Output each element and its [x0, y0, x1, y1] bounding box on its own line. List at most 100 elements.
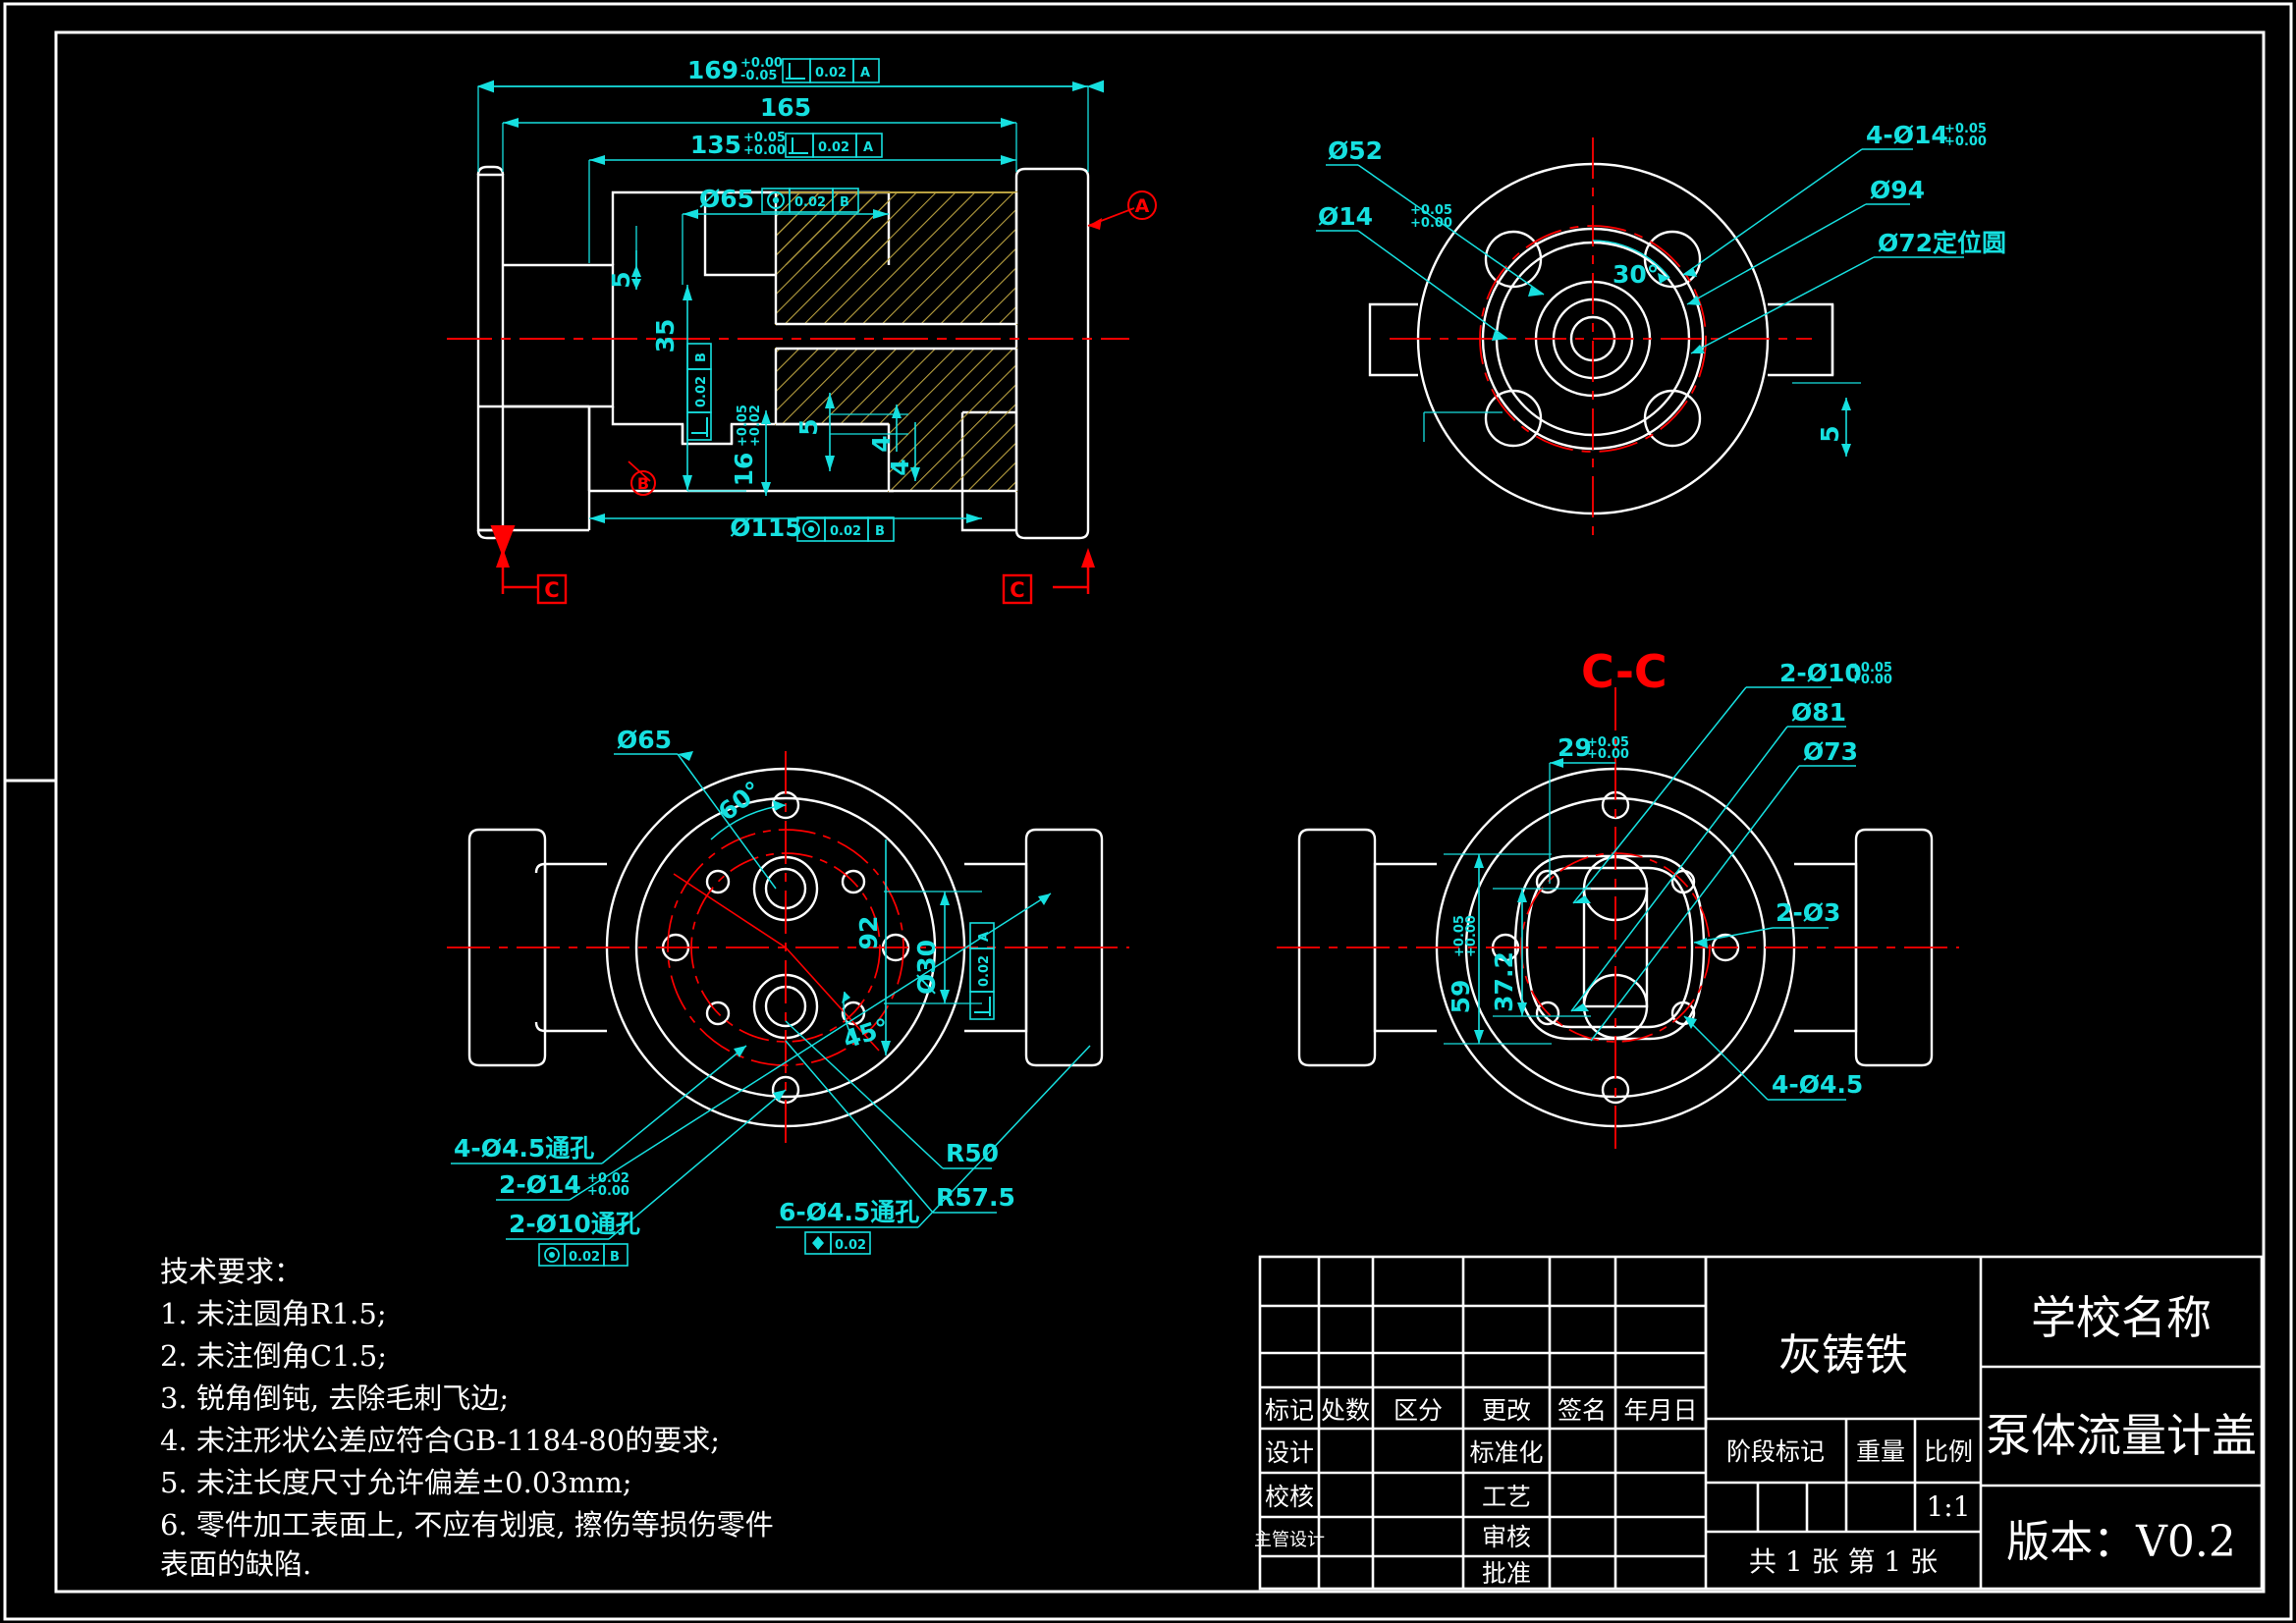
datum-marker-b: B [628, 460, 656, 496]
gtol-frame-35: 0.02 B [686, 343, 712, 441]
org-name: 学校名称 [2031, 1291, 2212, 1344]
section-mark-c-left-label: C [544, 578, 559, 602]
gtol-frame-135: 0.02 A [785, 133, 883, 158]
label-2x10: 2-Ø10通孔 [509, 1210, 640, 1238]
svg-text:标准化: 标准化 [1469, 1438, 1543, 1467]
front-face-view: Ø65 60° 45° 92 Ø30 0.02 [447, 726, 1129, 1267]
svg-text:审核: 审核 [1482, 1523, 1531, 1551]
gtol-frame-6x45: 0.02 [804, 1231, 871, 1255]
section-c-c-view: C-C [1277, 645, 1959, 1149]
section-mark-c-right: C [1002, 548, 1095, 605]
flange-end-view: Ø52 Ø14 +0.05 +0.00 4-Ø14 +0.05 +0.00 Ø9… [1316, 121, 2006, 540]
svg-text:签名: 签名 [1558, 1396, 1607, 1425]
technical-notes: 技术要求： 1. 未注圆角R1.5; 2. 未注倒角C1.5; 3. 锐角倒钝,… [160, 1255, 774, 1581]
approval-left-rows: 设计 校核 主管设计 [1254, 1438, 1325, 1550]
dim-4b-value: 4 [886, 459, 914, 475]
svg-text:+0.05: +0.05 [1587, 735, 1629, 750]
datum-marker-a: A [1087, 190, 1157, 230]
label-d73: Ø73 [1803, 737, 1858, 766]
svg-text:0.02: 0.02 [835, 1238, 866, 1253]
datum-a-label: A [1135, 195, 1150, 217]
label-372: 37.2 [1490, 951, 1518, 1012]
svg-text:0.02: 0.02 [818, 140, 849, 155]
flange-leaders: Ø52 Ø14 +0.05 +0.00 4-Ø14 +0.05 +0.00 Ø9… [1316, 121, 2006, 457]
dim-165-value: 165 [760, 93, 811, 122]
svg-text:更改: 更改 [1482, 1396, 1531, 1425]
label-flange-5: 5 [1816, 425, 1844, 442]
svg-text:0.02: 0.02 [815, 66, 847, 81]
gtol-frame-169: 0.02 A [782, 58, 880, 83]
svg-text:+0.00: +0.00 [1587, 747, 1629, 762]
dimension-165: 165 [502, 93, 1017, 172]
svg-text:批准: 批准 [1482, 1559, 1531, 1588]
material-label: 灰铸铁 [1778, 1330, 1908, 1380]
notes-title: 技术要求： [160, 1255, 302, 1288]
label-4xd14: 4-Ø14 [1866, 121, 1948, 149]
svg-text:+0.00: +0.00 [1410, 216, 1452, 231]
label-d81: Ø81 [1791, 698, 1846, 727]
dim-5-upper-value: 5 [607, 271, 635, 288]
label-r575: R57.5 [936, 1183, 1015, 1212]
main-section-view: 169 +0.00 -0.05 0.02 A 165 [447, 56, 1157, 605]
svg-text:0.02: 0.02 [794, 195, 826, 210]
dim-169-tol-low: -0.05 [740, 69, 777, 83]
front-face-leaders: Ø65 60° 45° 92 Ø30 0.02 [451, 726, 1091, 1267]
dim-d65-value: Ø65 [699, 185, 754, 213]
approval-mid-rows: 标准化 工艺 审核 批准 [1469, 1438, 1543, 1588]
svg-text:阶段标记: 阶段标记 [1726, 1437, 1825, 1466]
label-cc-4x45: 4-Ø4.5 [1772, 1070, 1863, 1099]
sheet-count: 共 1 张 第 1 张 [1749, 1545, 1938, 1578]
svg-text:A: A [860, 66, 870, 81]
scale-value: 1:1 [1926, 1490, 1970, 1523]
dimension-5-upper: 5 [607, 226, 641, 290]
label-r50: R50 [946, 1139, 999, 1167]
label-front-d65: Ø65 [617, 726, 672, 754]
sheet-border [3, 2, 2293, 1621]
dimension-4-pair: 4 4 [867, 405, 920, 481]
svg-text:0.02: 0.02 [977, 955, 992, 987]
svg-text:+0.00: +0.00 [587, 1184, 629, 1199]
svg-text:重量: 重量 [1856, 1437, 1905, 1466]
note-item-5: 5. 未注长度尺寸允许偏差±0.03mm; [160, 1466, 632, 1499]
dimension-5-lower: 5 [794, 393, 908, 471]
svg-text:比例: 比例 [1924, 1437, 1973, 1466]
title-block: 标记 处数 区分 更改 签名 年月日 设计 校核 主管设计 标准化 工艺 审核 … [1254, 1255, 2264, 1591]
stage-headers: 阶段标记 重量 比例 [1726, 1437, 1973, 1466]
svg-text:B: B [875, 524, 885, 539]
svg-text:+0.00: +0.00 [1944, 135, 1987, 149]
note-item-1: 1. 未注圆角R1.5; [160, 1297, 387, 1330]
label-29: 29 [1558, 733, 1592, 762]
svg-text:处数: 处数 [1321, 1396, 1370, 1425]
dim-16-value: 16 [730, 453, 758, 487]
label-d52: Ø52 [1328, 136, 1383, 165]
svg-text:+0.05: +0.05 [736, 405, 750, 447]
label-6x45: 6-Ø4.5通孔 [779, 1198, 919, 1226]
label-4x45: 4-Ø4.5通孔 [454, 1134, 594, 1163]
svg-text:+0.00: +0.00 [743, 143, 786, 158]
svg-text:0.02: 0.02 [569, 1250, 600, 1265]
dim-4a-value: 4 [867, 435, 896, 452]
dimension-35: 35 0.02 B [651, 285, 746, 492]
gtol-frame-d65: 0.02 B [761, 188, 859, 213]
version-label: 版本：V0.2 [2006, 1517, 2236, 1567]
cc-dimensions: 29 +0.05 +0.00 59 +0.05 +0.00 37.2 2-Ø10 [1444, 659, 1892, 1101]
dim-169-tol-up: +0.00 [740, 56, 783, 71]
dimension-d115: Ø115 0.02 B [589, 514, 982, 542]
section-mark-c-right-label: C [1010, 578, 1024, 602]
dim-35-value: 35 [651, 319, 680, 353]
svg-text:A: A [977, 932, 992, 942]
label-59: 59 [1447, 980, 1475, 1014]
svg-text:+0.00: +0.00 [1464, 915, 1479, 957]
section-cc-title: C-C [1581, 645, 1667, 698]
label-d72: Ø72定位圆 [1878, 229, 2006, 257]
svg-text:0.02: 0.02 [830, 524, 861, 539]
note-item-3: 3. 锐角倒钝, 去除毛刺飞边; [160, 1381, 509, 1415]
svg-text:+0.05: +0.05 [1850, 661, 1892, 676]
svg-text:标记: 标记 [1265, 1396, 1314, 1425]
svg-text:B: B [840, 195, 849, 210]
dimension-135: 135 +0.05 +0.00 0.02 A [588, 131, 1016, 263]
svg-text:+0.00: +0.00 [1850, 673, 1892, 687]
label-d14: Ø14 [1318, 202, 1373, 231]
